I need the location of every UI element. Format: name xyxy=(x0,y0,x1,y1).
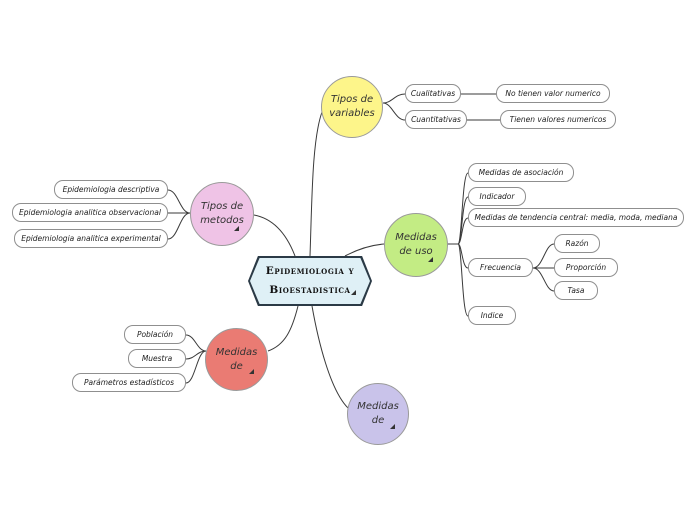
leaf-label: Parámetros estadísticos xyxy=(83,378,175,387)
leaf-label: Frecuencia xyxy=(479,263,522,272)
leaf-frecuencia[interactable]: Frecuencia xyxy=(468,258,533,277)
leaf-label: Población xyxy=(136,330,174,339)
branch-label-line1: Medidas xyxy=(215,346,258,358)
central-title-line1: Epidemiologia y xyxy=(265,265,355,277)
leaf-label: Epidemiologia analitica observacional xyxy=(19,208,161,217)
leaf-epidemiologia-observacional[interactable]: Epidemiologia analitica observacional xyxy=(12,203,168,222)
expand-triangle-icon[interactable] xyxy=(351,290,356,295)
leaf-tasa[interactable]: Tasa xyxy=(554,281,598,300)
branch-label-line1: Tipos de xyxy=(200,201,244,212)
leaf-label: Epidemiologia descriptiva xyxy=(62,185,160,194)
branch-label-line2: de uso xyxy=(399,246,433,257)
branch-tipos-de-metodos[interactable]: Tipos de metodos xyxy=(190,182,254,246)
leaf-label: Cuantitativas xyxy=(411,115,461,124)
branch-medidas-de-uso[interactable]: Medidas de uso xyxy=(384,213,448,277)
leaf-label: Indice xyxy=(480,311,504,320)
leaf-epidemiologia-descriptiva[interactable]: Epidemiologia descriptiva xyxy=(54,180,168,199)
branch-medidas-de-purple[interactable]: Medidas de xyxy=(347,383,409,445)
leaf-label: Tienen valores numericos xyxy=(509,115,607,124)
leaf-label: Muestra xyxy=(141,354,173,363)
leaf-cuantitativas[interactable]: Cuantitativas xyxy=(405,110,467,129)
expand-triangle-icon[interactable] xyxy=(249,369,254,374)
leaf-parametros-estadisticos[interactable]: Parámetros estadísticos xyxy=(72,373,186,392)
branch-tipos-de-variables[interactable]: Tipos de variables xyxy=(321,76,383,138)
branch-medidas-de-red[interactable]: Medidas de xyxy=(205,328,268,391)
leaf-medidas-tendencia-central[interactable]: Medidas de tendencia central: media, mod… xyxy=(468,208,684,227)
leaf-label: Tasa xyxy=(567,286,585,295)
central-title-line2: Bioestadistica xyxy=(269,284,351,296)
leaf-medidas-de-asociacion[interactable]: Medidas de asociación xyxy=(468,163,574,182)
expand-triangle-icon[interactable] xyxy=(234,226,239,231)
leaf-label: Razón xyxy=(565,239,589,248)
leaf-muestra[interactable]: Muestra xyxy=(128,349,186,368)
branch-label-line2: metodos xyxy=(200,215,244,226)
leaf-label: No tienen valor numerico xyxy=(505,89,601,98)
central-topic[interactable]: Epidemiologia y Bioestadistica xyxy=(248,256,372,306)
expand-triangle-icon[interactable] xyxy=(390,424,395,429)
leaf-label: Cualitativas xyxy=(410,89,456,98)
leaf-poblacion[interactable]: Población xyxy=(124,325,186,344)
leaf-tienen-valores-numericos[interactable]: Tienen valores numericos xyxy=(500,110,616,129)
leaf-label: Epidemiologia analitica experimental xyxy=(21,234,161,243)
leaf-label: Proporción xyxy=(565,263,607,272)
leaf-label: Medidas de tendencia central: media, mod… xyxy=(474,213,678,222)
leaf-no-tienen-valor-numerico[interactable]: No tienen valor numerico xyxy=(496,84,610,103)
leaf-razon[interactable]: Razón xyxy=(554,234,600,253)
leaf-proporcion[interactable]: Proporción xyxy=(554,258,618,277)
branch-label-line1: Tipos de xyxy=(330,94,374,105)
leaf-indice[interactable]: Indice xyxy=(468,306,516,325)
leaf-epidemiologia-experimental[interactable]: Epidemiologia analitica experimental xyxy=(14,229,168,248)
leaf-cualitativas[interactable]: Cualitativas xyxy=(405,84,461,103)
branch-label-line2: variables xyxy=(329,108,375,119)
branch-label-line1: Medidas xyxy=(357,401,399,412)
expand-triangle-icon[interactable] xyxy=(428,257,433,262)
leaf-label: Medidas de asociación xyxy=(478,168,564,177)
leaf-indicador[interactable]: Indicador xyxy=(468,187,526,206)
leaf-label: Indicador xyxy=(479,192,515,201)
branch-label-line2: de xyxy=(230,360,243,372)
branch-label-line1: Medidas xyxy=(395,232,437,243)
branch-label-line2: de xyxy=(371,415,385,426)
